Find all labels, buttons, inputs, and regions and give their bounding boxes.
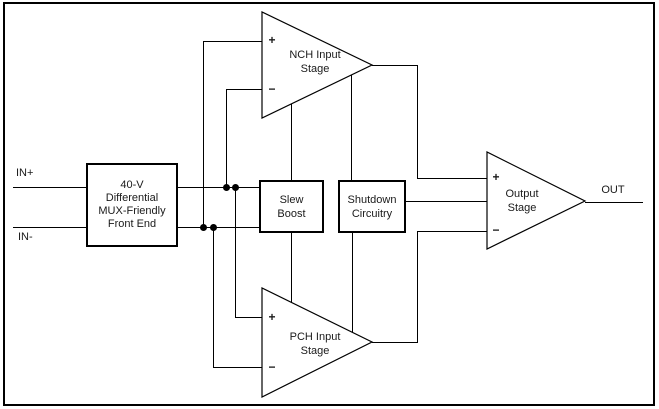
- wire-pch-plus-lead: [235, 317, 263, 318]
- front-end-label-line1: 40-V: [120, 179, 144, 191]
- wire-pch-minus-drop: [213, 227, 214, 368]
- pch-input-stage-triangle: [261, 287, 374, 398]
- wire-slewboost-to-nch: [291, 101, 292, 180]
- wire-nch-minus-lead: [226, 89, 263, 90]
- wire-outstage-minus-lead: [417, 231, 488, 232]
- nch-input-stage-triangle: [261, 11, 374, 119]
- pch-input-stage-label: PCH Input Stage: [262, 330, 368, 358]
- output-stage-plus-sign: +: [492, 170, 500, 184]
- pch-label-line1: PCH Input: [289, 331, 341, 343]
- nch-label-line1: NCH Input: [289, 49, 341, 61]
- wire-slewboost-to-pch: [291, 233, 292, 305]
- output-stage-label: Output Stage: [487, 187, 557, 215]
- wire-nch-plus-lead: [203, 41, 263, 42]
- slew-boost-label-line2: Boost: [277, 207, 306, 220]
- wire-nch-minus-drop: [226, 89, 227, 188]
- front-end-label-line3: MUX-Friendly: [98, 205, 166, 217]
- wire-bus-bottom: [178, 227, 260, 228]
- slew-boost-block: Slew Boost: [259, 180, 324, 233]
- junction-dot-nch-plus: [200, 224, 207, 231]
- wire-pch-plus-drop: [235, 187, 236, 318]
- pch-minus-sign: −: [268, 360, 276, 374]
- front-end-label-line2: Differential: [105, 192, 159, 204]
- junction-dot-pch-plus: [232, 184, 239, 191]
- nch-input-stage-label: NCH Input Stage: [262, 48, 368, 76]
- pch-label-line2: Stage: [300, 345, 330, 357]
- front-end-label-line4: Front End: [107, 218, 157, 230]
- wire-in-minus-lead: [13, 227, 87, 228]
- wire-bus-top: [178, 187, 260, 188]
- slew-boost-label-line1: Slew: [279, 193, 304, 206]
- in-minus-label: IN-: [18, 231, 33, 243]
- front-end-block: 40-V Differential MUX-Friendly Front End: [86, 163, 178, 247]
- wire-pch-out-rise: [417, 231, 418, 343]
- junction-dot-pch-minus: [210, 224, 217, 231]
- wire-shutdown-to-nch: [351, 73, 352, 180]
- wire-nch-output: [372, 65, 418, 66]
- nch-plus-sign: +: [268, 33, 276, 47]
- in-plus-label: IN+: [16, 167, 34, 179]
- wire-pch-minus-lead: [213, 367, 263, 368]
- shutdown-label-line1: Shutdown: [347, 193, 397, 206]
- pch-plus-sign: +: [268, 310, 276, 324]
- wire-shutdown-to-outstage: [406, 201, 488, 202]
- wire-pch-output: [372, 342, 418, 343]
- nch-label-line2: Stage: [300, 63, 330, 75]
- shutdown-circuitry-block: Shutdown Circuitry: [338, 180, 406, 233]
- shutdown-label-line2: Circuitry: [351, 207, 393, 220]
- wire-nch-plus-drop: [203, 41, 204, 228]
- wire-in-plus-lead: [13, 187, 87, 188]
- wire-out-lead: [585, 202, 643, 203]
- output-stage-minus-sign: −: [492, 223, 500, 237]
- output-stage-label-line2: Stage: [507, 202, 537, 214]
- junction-dot-nch-minus: [223, 184, 230, 191]
- output-stage-triangle: [486, 151, 587, 250]
- wire-nch-out-drop: [417, 65, 418, 179]
- wire-shutdown-to-pch: [352, 233, 353, 334]
- diagram-border: [3, 2, 655, 406]
- output-stage-label-line1: Output: [505, 188, 539, 200]
- out-label: OUT: [601, 184, 625, 196]
- nch-minus-sign: −: [268, 82, 276, 96]
- wire-outstage-plus-lead: [417, 178, 488, 179]
